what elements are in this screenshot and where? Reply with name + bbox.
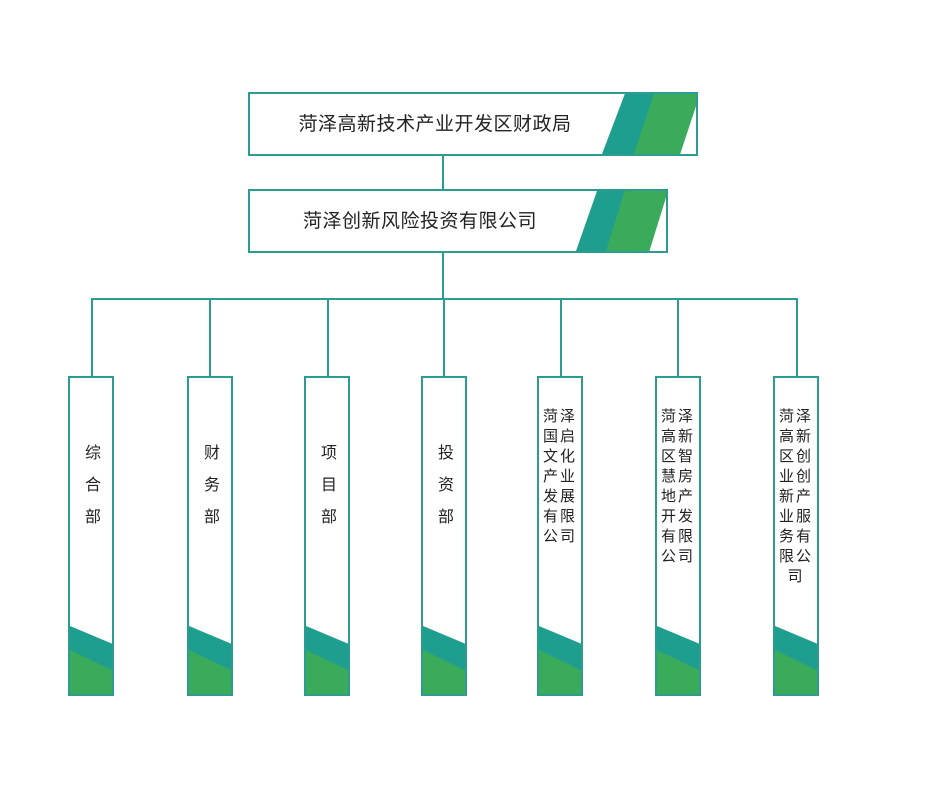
root-node: 菏泽高新技术产业开发区财政局	[248, 92, 698, 156]
root-node-label: 菏泽高新技术产业开发区财政局	[298, 113, 572, 135]
dept-label-5: 菏泽国启文化产业发展有限公司	[542, 407, 577, 545]
dept-card-1: 综合部	[68, 376, 114, 696]
dept-label-1: 综合部	[82, 444, 101, 540]
connector-company-bus	[442, 253, 444, 299]
company-node-label: 菏泽创新风险投资有限公司	[302, 210, 537, 232]
dept-label-2: 财务部	[201, 444, 220, 540]
connector-root-company	[442, 155, 444, 191]
dept-card-3: 项目部	[304, 376, 350, 696]
connector-drop-3	[327, 298, 329, 377]
dept-label-4: 投资部	[435, 444, 454, 540]
dept-label-3: 项目部	[318, 444, 337, 540]
dept-card-7: 菏泽高新区创业创新产业服务有限公司	[773, 376, 819, 696]
connector-drop-7	[796, 298, 798, 377]
dept-card-5: 菏泽国启文化产业发展有限公司	[537, 376, 583, 696]
dept-card-4: 投资部	[421, 376, 467, 696]
connector-drop-1	[91, 298, 93, 377]
connector-drop-4	[443, 298, 445, 377]
connector-drop-2	[209, 298, 211, 377]
company-node: 菏泽创新风险投资有限公司	[248, 189, 668, 253]
dept-label-7: 菏泽高新区创业创新产业服务有限公司	[778, 407, 813, 585]
connector-drop-5	[560, 298, 562, 377]
dept-label-6: 菏泽高新区智慧房地产开发有限公司	[660, 407, 695, 565]
dept-card-6: 菏泽高新区智慧房地产开发有限公司	[655, 376, 701, 696]
connector-drop-6	[677, 298, 679, 377]
dept-card-2: 财务部	[187, 376, 233, 696]
